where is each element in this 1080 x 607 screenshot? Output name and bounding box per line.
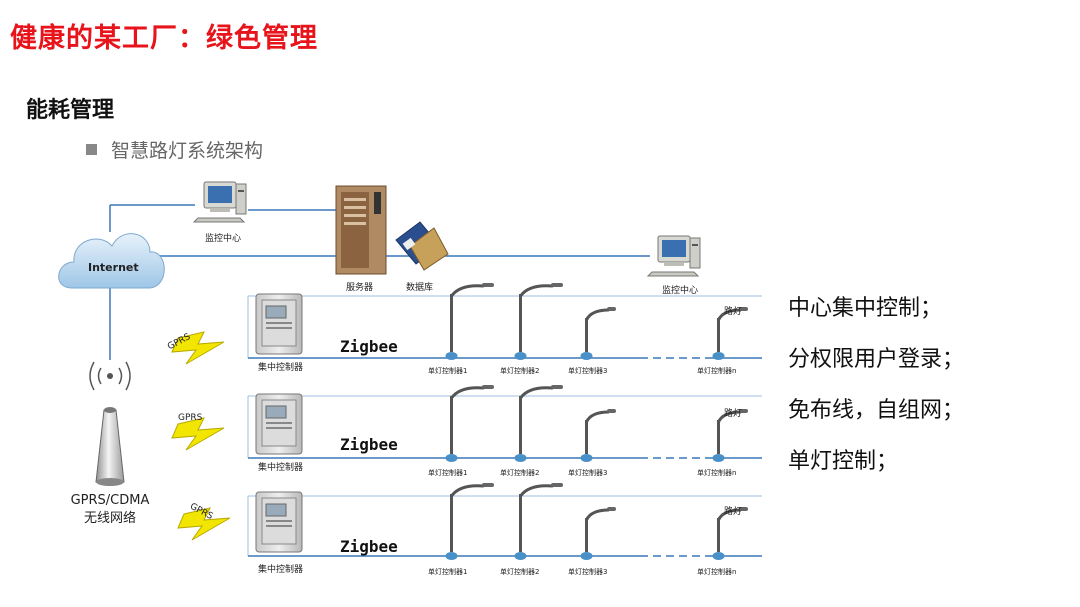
streetlight-label: 路灯 bbox=[724, 407, 742, 419]
feature-item: 单灯控制； bbox=[788, 449, 899, 474]
feature-item: 中心集中控制； bbox=[788, 296, 943, 321]
square-bullet-icon bbox=[86, 144, 97, 155]
gprs-label: GPRS bbox=[178, 413, 203, 423]
lamp-controller-label: 单灯控制器2 bbox=[500, 567, 539, 576]
internet-cloud-icon bbox=[58, 233, 165, 289]
streetlight-icon bbox=[513, 281, 565, 362]
monitor-center-label: 监控中心 bbox=[205, 232, 241, 244]
zigbee-label: Zigbee bbox=[340, 435, 398, 454]
section-title: 能耗管理 bbox=[26, 98, 115, 123]
monitor-center-computer-icon bbox=[193, 181, 247, 223]
monitor-center-right-label: 监控中心 bbox=[662, 284, 698, 296]
streetlight-label: 路灯 bbox=[724, 305, 742, 317]
lamp-controller-label: 单灯控制器1 bbox=[428, 468, 467, 477]
subtitle: 智慧路灯系统架构 bbox=[86, 136, 263, 163]
streetlight-icon bbox=[579, 407, 618, 464]
concentrator-label: 集中控制器 bbox=[258, 461, 303, 473]
subtitle-text: 智慧路灯系统架构 bbox=[111, 140, 264, 162]
lamp-controller-label: 单灯控制器3 bbox=[568, 468, 607, 477]
feature-item: 免布线，自组网； bbox=[788, 398, 965, 423]
streetlight-icon bbox=[444, 383, 496, 464]
streetlight-icon bbox=[579, 305, 618, 362]
concentrator-icon bbox=[255, 293, 303, 355]
concentrator-label: 集中控制器 bbox=[258, 563, 303, 575]
wireless-label-line1: GPRS/CDMA bbox=[71, 493, 150, 508]
monitor-center-right-computer-icon bbox=[647, 235, 701, 277]
wireless-label-line2: 无线网络 bbox=[84, 510, 136, 526]
streetlight-icon bbox=[513, 481, 565, 562]
streetlight-icon bbox=[444, 481, 496, 562]
lamp-controller-label: 单灯控制器n bbox=[697, 468, 736, 477]
lamp-controller-label: 单灯控制器n bbox=[697, 567, 736, 576]
lamp-controller-label: 单灯控制器1 bbox=[428, 366, 467, 375]
concentrator-icon bbox=[255, 491, 303, 553]
server-label: 服务器 bbox=[346, 281, 373, 293]
page-title: 健康的某工厂：绿色管理 bbox=[10, 23, 318, 54]
streetlight-label: 路灯 bbox=[724, 505, 742, 517]
concentrator-label: 集中控制器 bbox=[258, 361, 303, 373]
lamp-controller-label: 单灯控制器3 bbox=[568, 366, 607, 375]
feature-item: 分权限用户登录； bbox=[788, 347, 965, 372]
lamp-controller-label: 单灯控制器2 bbox=[500, 468, 539, 477]
lamp-controller-label: 单灯控制器3 bbox=[568, 567, 607, 576]
streetlight-icon bbox=[513, 383, 565, 464]
zigbee-label: Zigbee bbox=[340, 537, 398, 556]
database-icon bbox=[395, 221, 449, 271]
concentrator-icon bbox=[255, 393, 303, 455]
feature-list: 中心集中控制； 分权限用户登录； 免布线，自组网； 单灯控制； bbox=[788, 290, 964, 494]
lamp-controller-label: 单灯控制器1 bbox=[428, 567, 467, 576]
wireless-tower-icon bbox=[89, 361, 131, 486]
server-icon bbox=[335, 185, 387, 275]
database-label: 数据库 bbox=[406, 281, 433, 293]
lamp-controller-label: 单灯控制器2 bbox=[500, 366, 539, 375]
zigbee-label: Zigbee bbox=[340, 337, 398, 356]
lamp-controller-label: 单灯控制器n bbox=[697, 366, 736, 375]
streetlight-icon bbox=[444, 281, 496, 362]
streetlight-icon bbox=[579, 505, 618, 562]
internet-label: Internet bbox=[88, 261, 139, 274]
